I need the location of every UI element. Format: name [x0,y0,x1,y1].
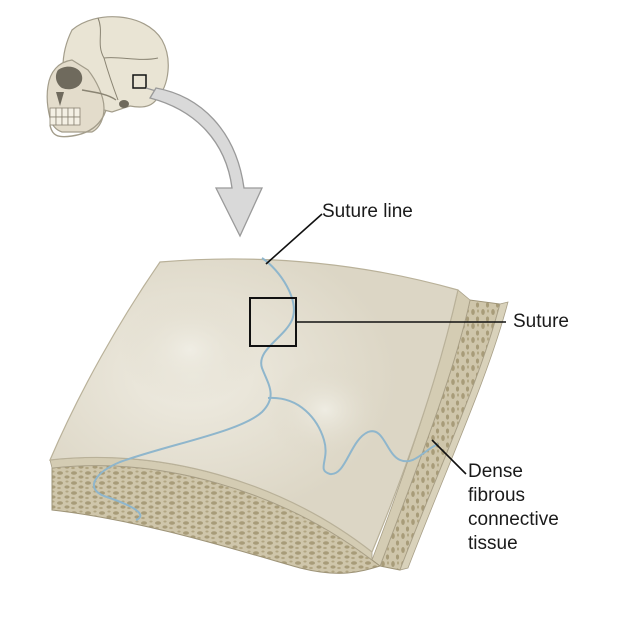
bone-top-highlight-left [120,295,260,405]
label-suture-line: Suture line [322,201,413,222]
curved-down-arrow [145,87,264,238]
skull-teeth [49,107,81,126]
bone-top-highlight-right [265,360,385,460]
leader-suture-line [265,213,323,265]
label-dense-line-2: fibrous [468,485,526,506]
skull-illustration [46,16,169,138]
skull-mandible [49,109,107,138]
skull-eye-socket [55,66,83,90]
skull-zygomatic [81,89,117,101]
label-suture: Suture [513,311,569,332]
suture-branch-path [267,396,439,475]
skull-nasal-cavity [56,92,64,106]
suture-line-path [92,257,295,521]
label-dense-fibrous-connective-tissue: Dense fibrous connective tissue [468,460,559,556]
bone-side-rim [399,301,509,571]
bone-block [49,257,509,574]
leader-dense-tissue [431,439,467,475]
label-dense-line-3: connective [468,509,559,530]
skull-suture-lines [97,17,159,101]
label-dense-line-4: tissue [468,533,518,554]
skull-detail-box [132,74,147,89]
label-dense-line-1: Dense [468,461,523,482]
arrow-body [148,87,264,238]
skull-ear-opening [119,100,129,108]
